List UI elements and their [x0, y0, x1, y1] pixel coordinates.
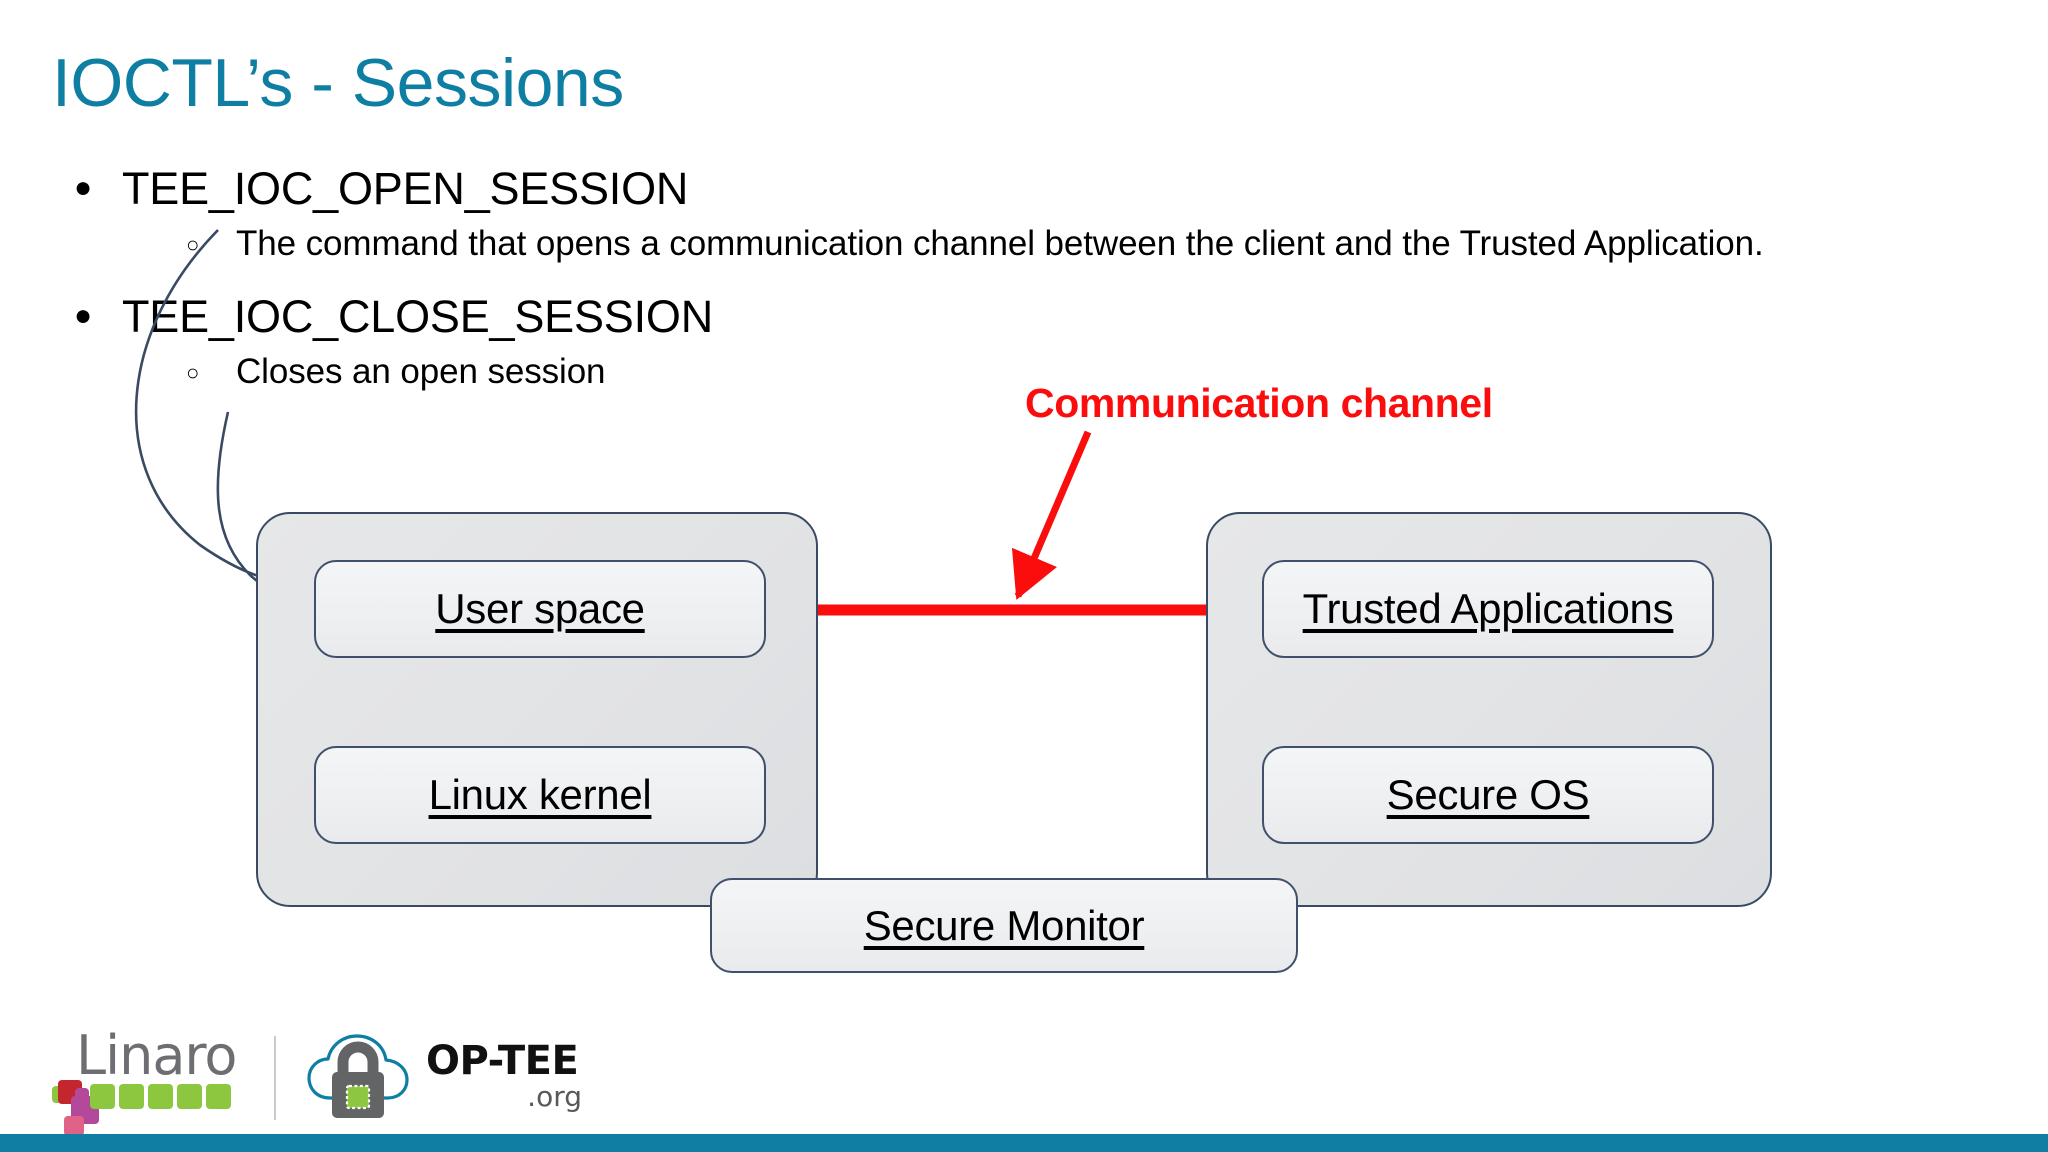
optee-wordmark: OP-TEE: [426, 1038, 579, 1084]
slide-footer: Linaro: [0, 1002, 2048, 1152]
sub-bullet-marker-icon: ○: [186, 232, 200, 257]
linaro-tile-icon: [177, 1084, 202, 1109]
bullet-text-close-session: TEE_IOC_CLOSE_SESSION: [122, 291, 714, 342]
linaro-tile-icon: [90, 1084, 115, 1109]
optee-domain-suffix: .org: [527, 1080, 582, 1113]
sub-bullet-marker-icon: ○: [186, 360, 200, 385]
footer-accent-bar: [0, 1134, 2048, 1152]
node-label-user-space: User space: [435, 585, 645, 632]
list-item: ○ Closes an open session: [168, 348, 1960, 398]
linaro-tile-icon: [119, 1084, 144, 1109]
node-trusted-applications[interactable]: Trusted Applications: [1262, 560, 1714, 658]
sub-bullet-text-close-session: Closes an open session: [236, 352, 606, 391]
bullet-list: ● TEE_IOC_OPEN_SESSION ○ The command tha…: [60, 160, 1960, 398]
logo-area: Linaro: [44, 1024, 596, 1136]
list-item: ● TEE_IOC_CLOSE_SESSION: [60, 288, 1960, 346]
communication-channel-label: Communication channel: [1025, 380, 1493, 426]
linaro-logo: Linaro: [44, 1024, 244, 1136]
bullet-text-open-session: TEE_IOC_OPEN_SESSION: [122, 163, 689, 214]
page-title: IOCTL’s - Sessions: [52, 45, 624, 121]
linaro-tile-icon: [64, 1116, 84, 1136]
communication-channel-pointer-arrow: [1011, 430, 1092, 600]
node-label-trusted-applications: Trusted Applications: [1302, 585, 1674, 632]
linaro-wordmark: Linaro: [76, 1024, 237, 1087]
node-label-linux-kernel: Linux kernel: [428, 771, 652, 818]
sub-bullet-text-open-session: The command that opens a communication c…: [236, 224, 1764, 263]
bullet-marker-icon: ●: [74, 299, 93, 332]
node-label-secure-monitor: Secure Monitor: [863, 901, 1145, 949]
linaro-tile-icon: [206, 1084, 231, 1109]
bullet-marker-icon: ●: [74, 171, 93, 204]
optee-wordmark-group: OP-TEE .org: [426, 1028, 586, 1124]
node-linux-kernel[interactable]: Linux kernel: [314, 746, 766, 844]
linaro-tile-icon: [148, 1084, 173, 1109]
optee-cloud-lock-icon: [306, 1028, 414, 1124]
optee-logo: OP-TEE .org: [306, 1024, 596, 1124]
list-item: ○ The command that opens a communication…: [168, 220, 1960, 270]
node-secure-os[interactable]: Secure OS: [1262, 746, 1714, 844]
node-user-space[interactable]: User space: [314, 560, 766, 658]
logo-divider: [274, 1036, 276, 1120]
node-label-secure-os: Secure OS: [1386, 771, 1590, 818]
node-secure-monitor[interactable]: Secure Monitor: [710, 878, 1298, 973]
list-item: ● TEE_IOC_OPEN_SESSION: [60, 160, 1960, 218]
